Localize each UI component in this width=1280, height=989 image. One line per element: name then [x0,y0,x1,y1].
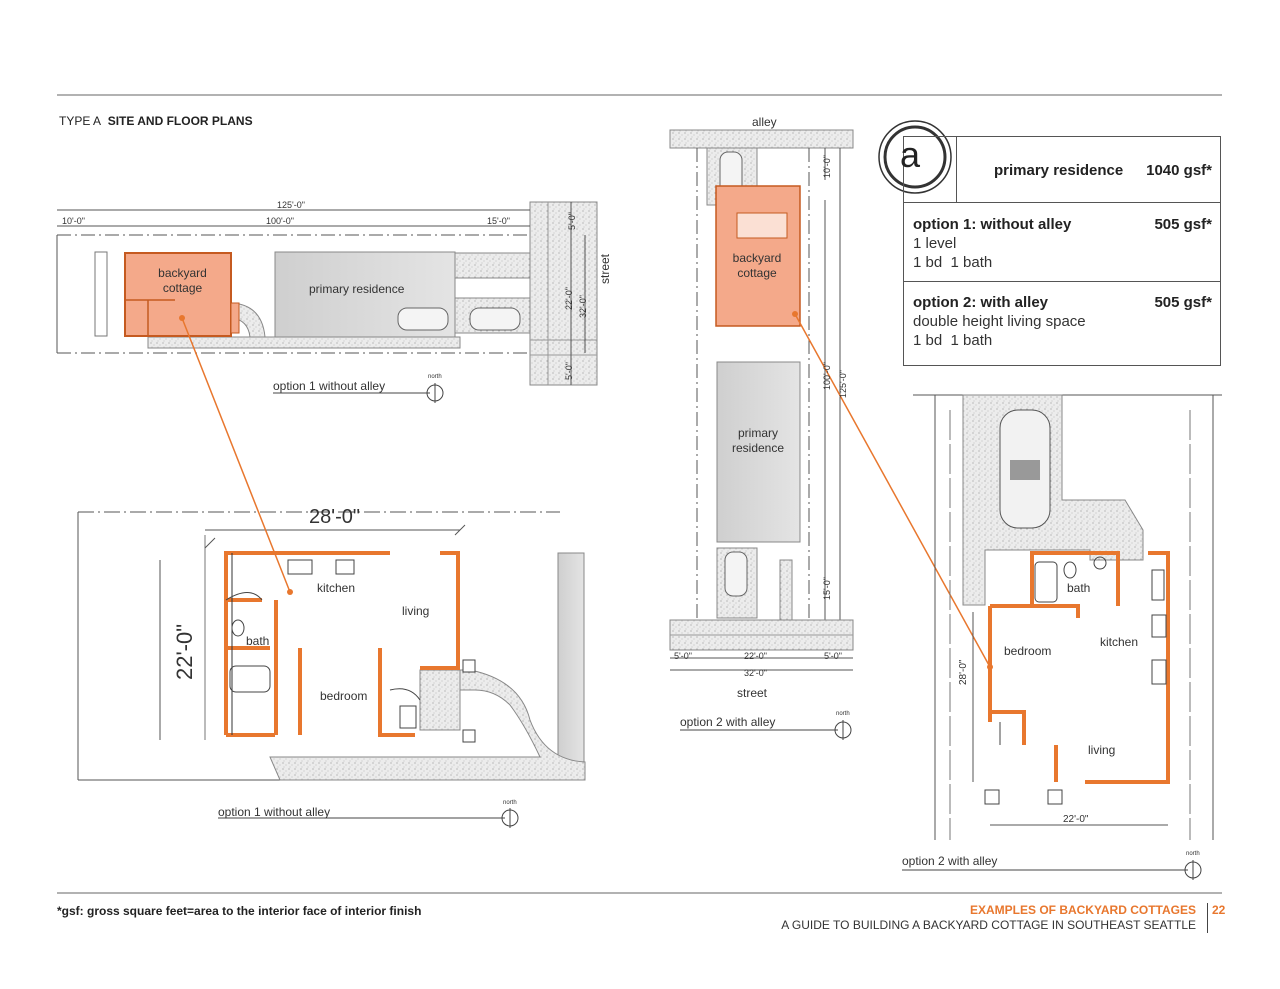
plan2-floor-drawing [902,394,1222,880]
plan1-floor-width-dim: 28'-0" [309,506,360,528]
plan2-room-kitchen: kitchen [1100,635,1139,649]
plan1-floor-caption: option 1 without alley [218,805,331,819]
plan2-dim-125: 125'-0" [838,370,848,398]
option2-value: 505 gsf* [1154,294,1212,311]
plan1-floor-north: north [503,800,517,806]
plan1-connector [181,317,291,593]
plan1-room-kitchen: kitchen [317,581,356,595]
plan2-street-label: street [737,686,768,700]
summary-box: primary residence 1040 gsf* option 1: wi… [903,136,1221,366]
plan2-floor-height-dim: 28'-0" [958,659,969,685]
plan1-dim-15: 15'-0" [487,216,510,226]
page-header: TYPE A SITE AND FLOOR PLANS [59,114,253,128]
plan2-room-bath: bath [1067,581,1091,595]
summary-option-2: option 2: with alley 505 gsf* double heig… [904,293,1220,350]
plan2-floor-north: north [1186,851,1200,857]
option1-value: 505 gsf* [1154,216,1212,233]
plan1-street-label: street [598,253,612,284]
plan1-dim-22: 22'-0" [564,287,574,310]
plan1-floor-height-dim: 22'-0" [172,623,197,680]
option2-line-1: double height living space [913,313,1086,330]
plan2-dim-5b: 5'-0" [824,651,842,661]
header-type: TYPE A [59,114,102,128]
summary-primary-row: primary residence 1040 gsf* [904,137,1220,203]
plan1-site-drawing [56,201,598,403]
option1-title: option 1: without alley [913,216,1072,233]
option2-title: option 2: with alley [913,294,1049,311]
plan1-dim-125: 125'-0" [277,200,305,210]
plan1-room-living: living [402,604,430,618]
option1-line-2: 1 bd 1 bath [913,254,993,271]
plan1-site-north: north [428,374,442,380]
plan2-alley-label: alley [752,115,777,129]
plan2-site-caption: option 2 with alley [680,715,776,729]
badge-a [878,120,952,194]
plan1-dim-10: 10'-0" [62,216,85,226]
plan2-site-drawing [669,129,854,740]
plan2-room-living: living [1088,743,1116,757]
plan2-floor-width-dim: 22'-0" [1063,814,1089,825]
plan1-floor-drawing [77,511,586,828]
plan2-dim-22: 22'-0" [744,651,767,661]
plan2-dim-15: 15'-0" [822,577,832,600]
option1-line-1: 1 level [913,235,957,252]
plan2-connector [794,313,991,668]
plan1-cottage-label: backyard cottage [158,266,207,295]
plan1-dim-5b: 5'-0" [564,362,574,380]
plan1-dim-5a: 5'-0" [567,212,577,230]
plan2-residence-label: primary residence [731,426,785,455]
plan1-site-caption: option 1 without alley [273,379,386,393]
plan1-room-bath: bath [246,634,270,648]
plan2-room-bedroom: bedroom [1004,644,1052,658]
option2-line-2: 1 bd 1 bath [913,332,993,349]
plan1-residence-label: primary residence [309,282,405,296]
gsf-footnote: *gsf: gross square feet=area to the inte… [57,904,422,918]
footer-titles: EXAMPLES OF BACKYARD COTTAGES A GUIDE TO… [781,903,1196,933]
plan2-dim-32: 32'-0" [744,668,767,678]
plan2-dim-10: 10'-0" [822,155,832,178]
plan2-cottage-label: backyard cottage [732,251,782,280]
header-title: SITE AND FLOOR PLANS [107,114,253,128]
plan2-dim-5a: 5'-0" [674,651,692,661]
plan2-floor-caption: option 2 with alley [902,854,998,868]
plan2-site-north: north [836,711,850,717]
page-number: 22 [1207,903,1225,933]
primary-label: primary residence [994,162,1124,179]
plan1-dim-100: 100'-0" [266,216,294,226]
footer-title: EXAMPLES OF BACKYARD COTTAGES [969,903,1196,917]
plan2-dim-100: 100'-0" [822,362,832,390]
plan1-room-bedroom: bedroom [320,689,368,703]
primary-value: 1040 gsf* [1146,162,1212,179]
badge-letter: a [900,134,921,175]
plan1-dim-32: 32'-0" [578,295,588,318]
footer-subtitle: A GUIDE TO BUILDING A BACKYARD COTTAGE I… [781,918,1196,932]
